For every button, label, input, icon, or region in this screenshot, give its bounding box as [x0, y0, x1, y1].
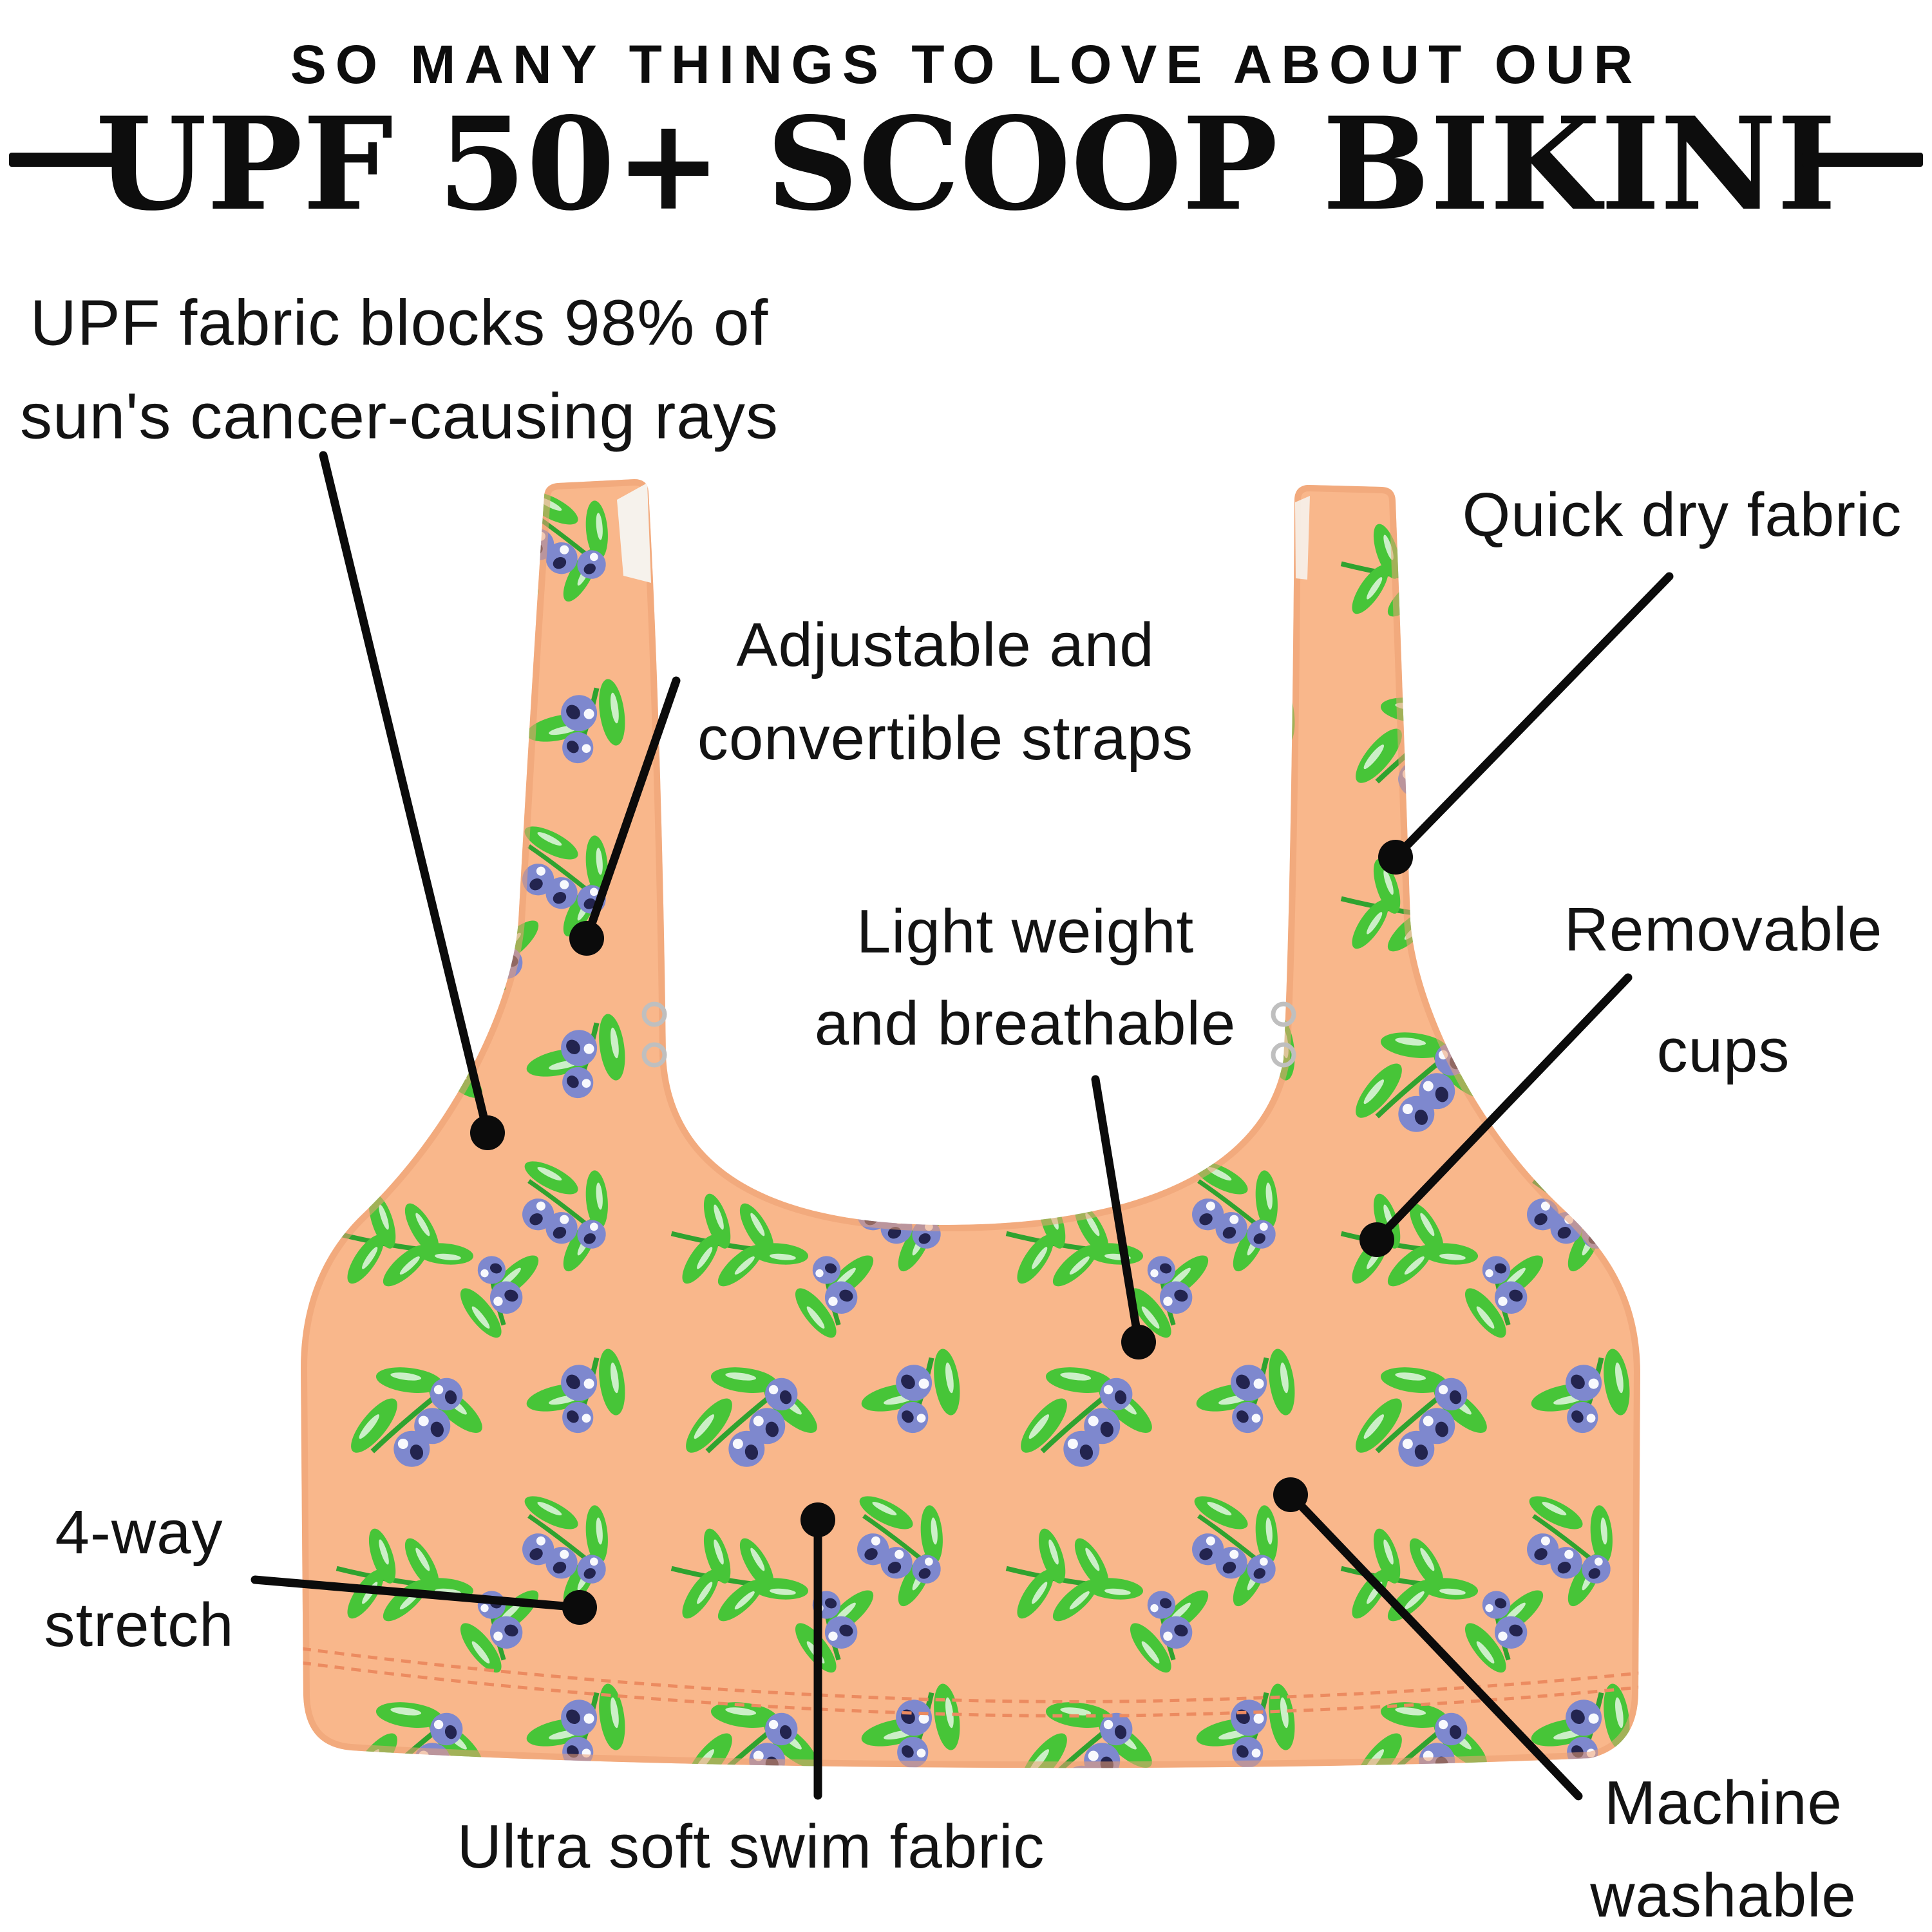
header-subtitle: SO MANY THINGS TO LOVE ABOUT OUR [290, 34, 1642, 95]
title-right-dash [1802, 153, 1923, 167]
four-way-stretch-label: 4-way [55, 1498, 223, 1567]
four-way-stretch-label: stretch [44, 1591, 234, 1660]
quick-dry-label: Quick dry fabric [1462, 480, 1902, 549]
upf-fabric-label: UPF fabric blocks 98% of [30, 287, 769, 359]
ultra-soft-label: Ultra soft swim fabric [457, 1812, 1045, 1881]
removable-cups-label: cups [1656, 1016, 1790, 1085]
machine-washable-label: washable [1590, 1861, 1857, 1930]
adjustable-straps-label: convertible straps [697, 704, 1194, 773]
page-title: UPF 50+ SCOOP BIKINI [95, 89, 1837, 239]
machine-washable-label: Machine [1604, 1768, 1842, 1837]
light-weight-label: and breathable [814, 989, 1236, 1058]
upf-fabric-label: sun's cancer-causing rays [20, 380, 779, 453]
strap-lining-left [617, 483, 651, 583]
light-weight-label: Light weight [856, 897, 1195, 966]
removable-cups-label: Removable [1564, 895, 1883, 964]
strap-lining-right [1295, 496, 1310, 580]
strap-slider-rings [641, 1001, 1296, 1068]
title-left-dash [9, 153, 133, 167]
adjustable-straps-label: Adjustable and [736, 611, 1155, 679]
